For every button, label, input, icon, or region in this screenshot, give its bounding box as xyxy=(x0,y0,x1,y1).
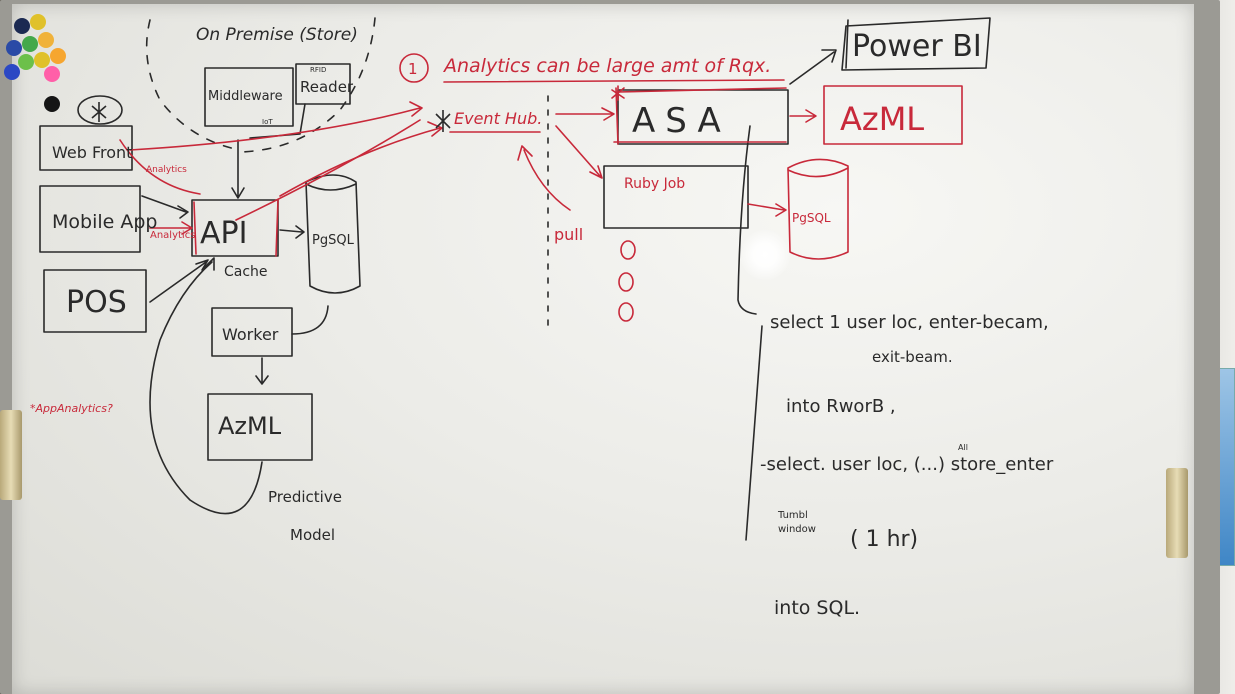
query-line-6: into SQL. xyxy=(774,597,860,619)
query-line-5b: window xyxy=(778,524,816,535)
query-line-4: -select. user loc, (...) store_enter xyxy=(760,454,1054,475)
pgsql-label: PgSQL xyxy=(312,233,355,248)
iot-label: IoT xyxy=(262,118,273,126)
pull-label: pull xyxy=(554,225,583,244)
whiteboard-surface xyxy=(12,4,1194,694)
magnets xyxy=(4,14,66,112)
query-line-4-small: All xyxy=(958,443,968,452)
reader-small-label: RFID xyxy=(310,66,326,74)
analytics-note: Analytics can be large amt of Rqx. xyxy=(442,55,771,77)
query-line-3: into RworB , xyxy=(786,396,896,417)
query-line-2: exit-beam. xyxy=(872,348,953,366)
pgsql-right-label: PgSQL xyxy=(792,211,831,225)
asa-label: ASA xyxy=(632,101,731,141)
power-bi-label: Power BI xyxy=(852,29,982,64)
ruby-job-label: Ruby Job xyxy=(624,176,685,192)
query-line-1: select 1 user loc, enter-becam, xyxy=(770,312,1049,333)
right-bracket xyxy=(1166,468,1188,558)
analytics-label-b: Analytics xyxy=(150,230,195,241)
event-hub-label: Event Hub. xyxy=(454,109,542,128)
web-front-label: Web Front xyxy=(52,143,132,162)
app-analytics-note: *AppAnalytics? xyxy=(30,402,113,415)
query-line-5a: Tumbl xyxy=(777,510,808,521)
query-line-5c: ( 1 hr) xyxy=(850,527,918,552)
on-premise-label: On Premise (Store) xyxy=(196,25,358,45)
predictive-label: Predictive xyxy=(268,488,342,506)
mobile-app-label: Mobile App xyxy=(52,211,157,233)
azml-right-label: AzML xyxy=(840,100,924,138)
middleware-label: Middleware xyxy=(208,89,283,104)
api-label: API xyxy=(200,216,247,251)
note-number: 1 xyxy=(408,60,418,78)
light-glare xyxy=(740,230,790,280)
reader-label: Reader xyxy=(300,78,354,96)
azml-left-label: AzML xyxy=(218,412,282,440)
worker-label: Worker xyxy=(222,325,279,344)
pos-label: POS xyxy=(66,285,127,320)
cache-label: Cache xyxy=(224,264,268,280)
analytics-label-a: Analytics xyxy=(146,165,187,175)
model-label: Model xyxy=(290,526,335,544)
left-bracket xyxy=(0,410,22,500)
